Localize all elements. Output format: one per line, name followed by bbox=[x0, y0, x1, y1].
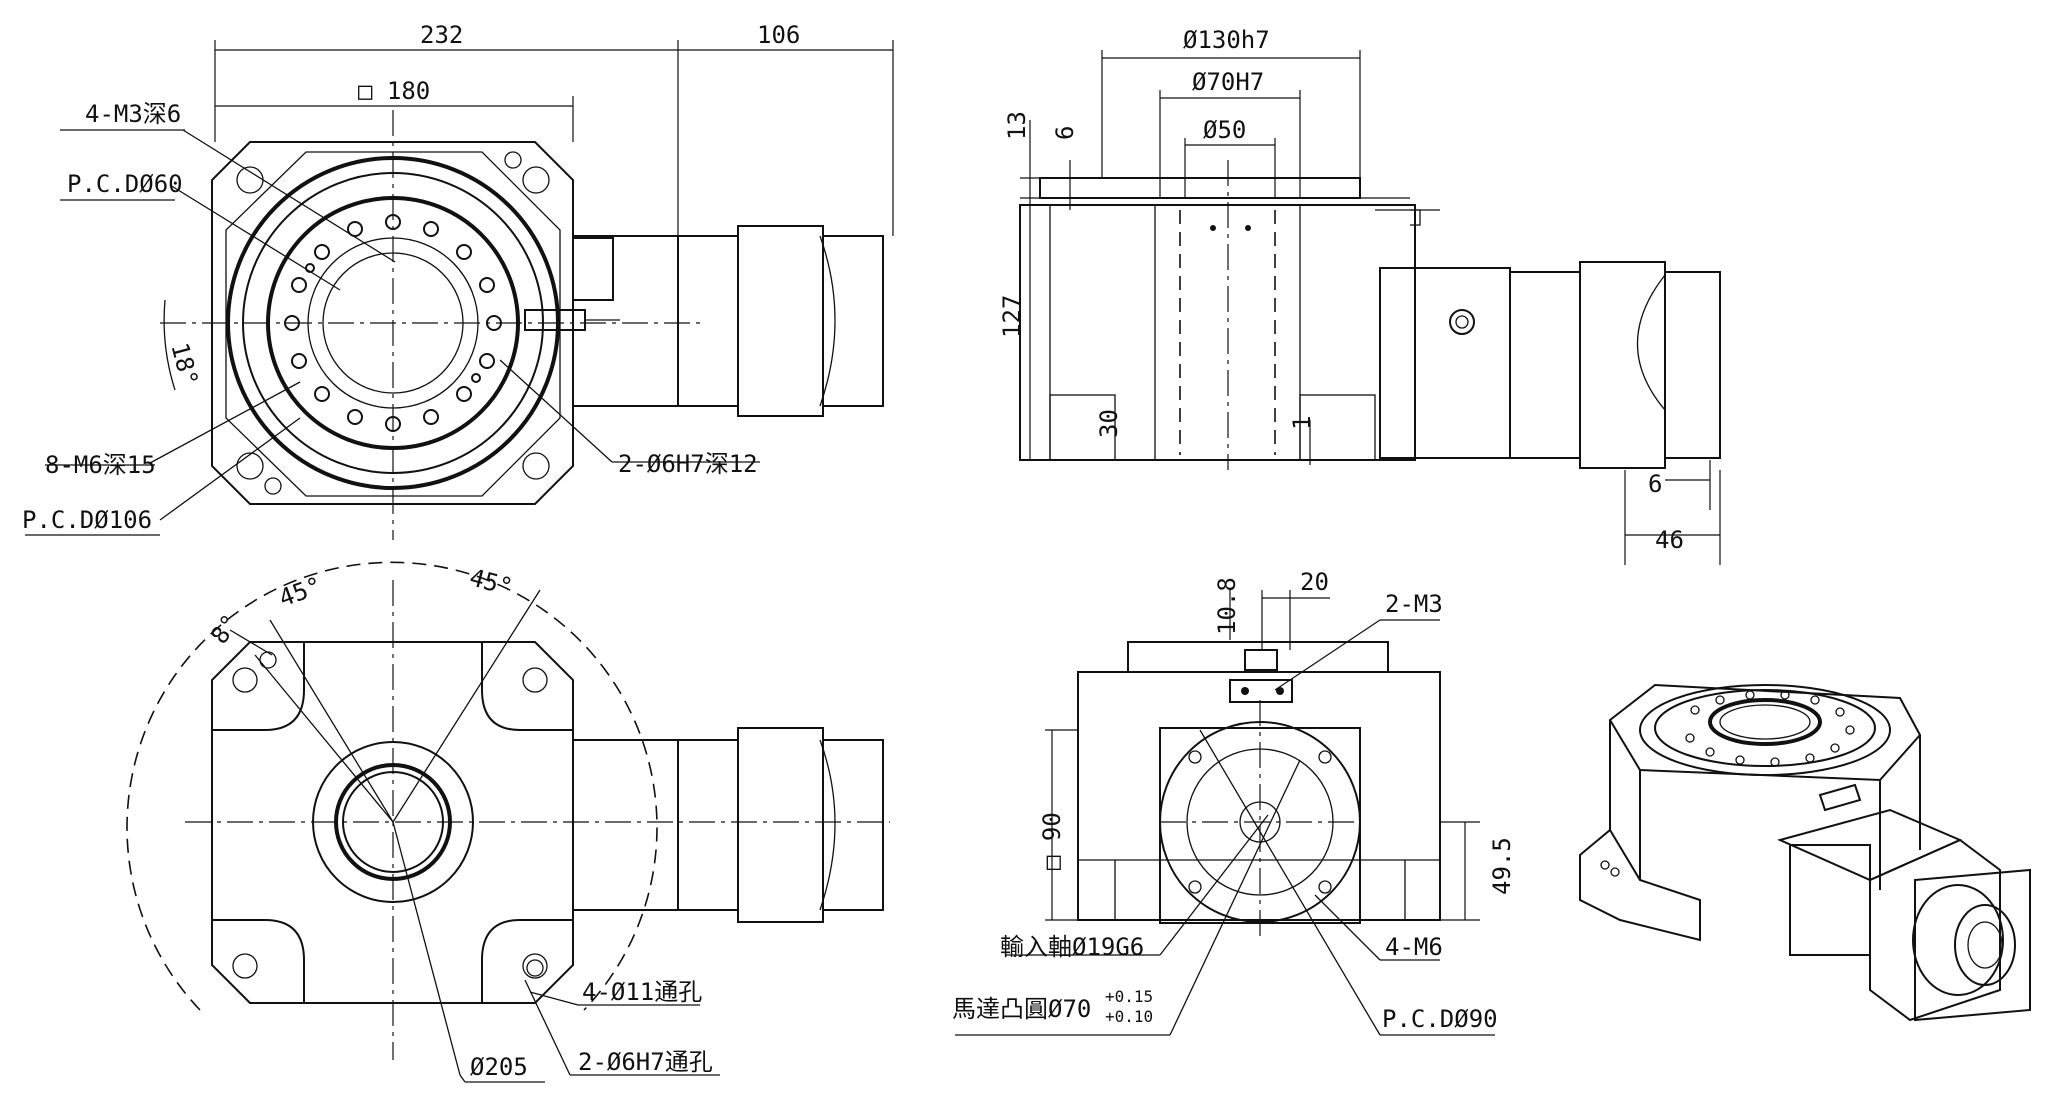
dim-106: 106 bbox=[757, 21, 800, 49]
dim-46: 46 bbox=[1655, 526, 1684, 554]
isometric-view bbox=[1579, 683, 2031, 1022]
label-pcd60: P.C.DØ60 bbox=[67, 170, 183, 198]
label-4-holes-11: 4-Ø11通孔 bbox=[582, 978, 702, 1006]
dim-232: 232 bbox=[420, 21, 463, 49]
dim-127: 127 bbox=[998, 295, 1026, 338]
dim-20: 20 bbox=[1300, 568, 1329, 596]
label-motor-boss: 馬達凸圓Ø70 bbox=[952, 995, 1091, 1023]
dim-30: 30 bbox=[1095, 409, 1123, 438]
top-view bbox=[25, 40, 894, 540]
dim-49-5: 49.5 bbox=[1488, 837, 1516, 895]
dim-square-90: □ 90 bbox=[1038, 812, 1066, 870]
side-view bbox=[955, 590, 1495, 1036]
angle-45-left: 45° bbox=[275, 571, 325, 612]
dim-13: 13 bbox=[1003, 111, 1031, 140]
label-dia-205: Ø205 bbox=[470, 1053, 528, 1081]
label-angle-18: 18° bbox=[165, 340, 203, 389]
dim-6-right: 6 bbox=[1648, 470, 1662, 498]
bottom-view bbox=[126, 561, 890, 1083]
dim-130h7: Ø130h7 bbox=[1183, 26, 1270, 54]
label-pcd106: P.C.DØ106 bbox=[22, 506, 152, 534]
label-2-pins: 2-Ø6H7通孔 bbox=[578, 1048, 713, 1076]
angle-45-right: 45° bbox=[467, 563, 516, 601]
label-2-h7-deep12: 2-Ø6H7深12 bbox=[618, 450, 758, 478]
dim-1: 1 bbox=[1288, 416, 1316, 430]
dim-50: Ø50 bbox=[1203, 116, 1246, 144]
front-view bbox=[1019, 50, 1721, 565]
label-input-shaft: 輸入軸Ø19G6 bbox=[1000, 933, 1144, 961]
angle-8: 8° bbox=[205, 609, 245, 649]
label-4-m6: 4-M6 bbox=[1385, 933, 1443, 961]
dim-70h7: Ø70H7 bbox=[1192, 68, 1264, 96]
tolerance-upper: +0.15 bbox=[1105, 987, 1153, 1006]
dim-180-square: □ 180 bbox=[358, 77, 430, 105]
label-4-m3: 4-M3深6 bbox=[85, 100, 181, 128]
label-8-m6: 8-M6深15 bbox=[45, 451, 156, 479]
dim-10-8: 10.8 bbox=[1213, 577, 1241, 635]
label-pcd90: P.C.DØ90 bbox=[1382, 1005, 1498, 1033]
tolerance-lower: +0.10 bbox=[1105, 1007, 1153, 1026]
dim-6-top: 6 bbox=[1051, 126, 1079, 140]
label-2-m3: 2-M3 bbox=[1385, 590, 1443, 618]
